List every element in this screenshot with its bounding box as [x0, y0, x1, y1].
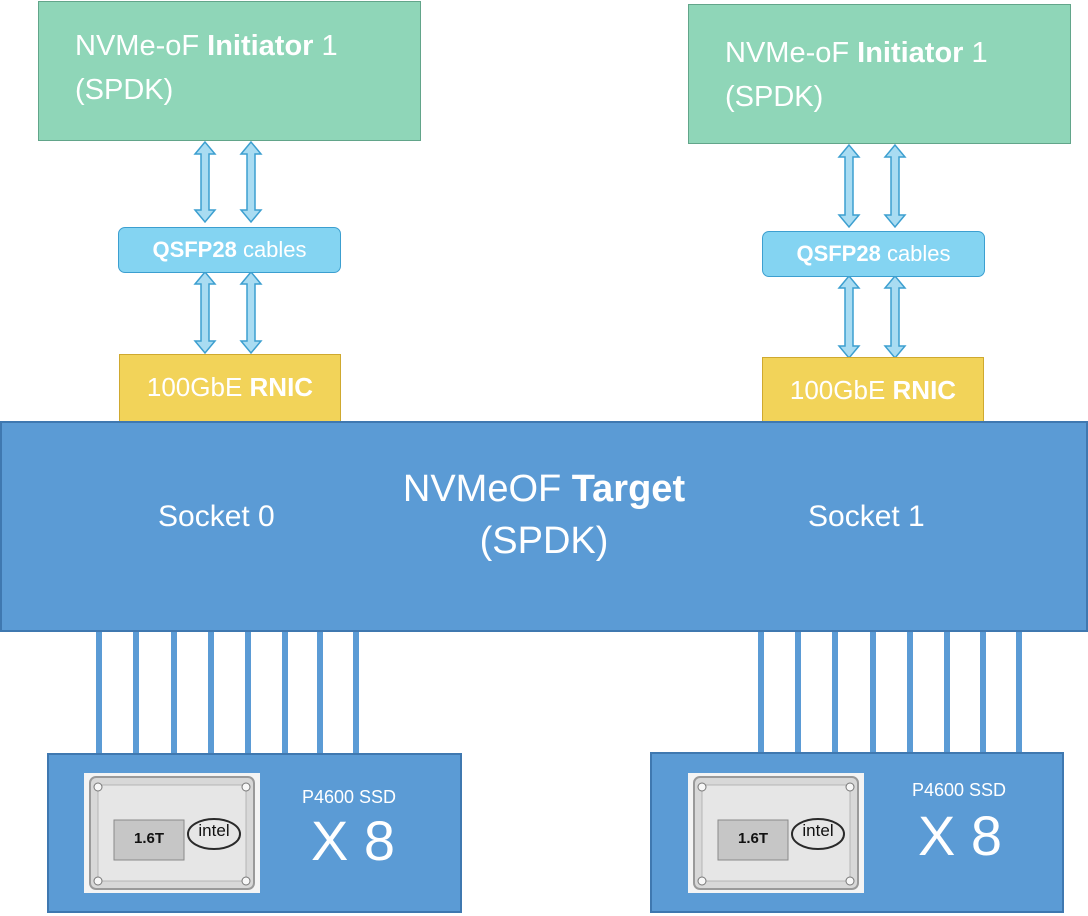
socket-1-label: Socket 1 [808, 500, 925, 533]
ssd-count-label: X 8 [311, 809, 396, 872]
pcie-lane [282, 632, 288, 754]
intel-logo: intel [802, 821, 834, 840]
rnic-right: 100GbE RNIC [762, 357, 984, 423]
pcie-lane [96, 632, 102, 754]
pcie-lane [795, 632, 801, 754]
initiator-box-left: NVMe-oF Initiator 1 (SPDK) [38, 1, 421, 141]
pcie-lane [208, 632, 214, 754]
rnic-left: 100GbE RNIC [119, 354, 341, 422]
pcie-lane [353, 632, 359, 754]
ssd-model-label: P4600 SSD [912, 780, 1007, 800]
pcie-lane [245, 632, 251, 754]
pcie-lane [1016, 632, 1022, 754]
qsfp-cables-right: QSFP28 cables [762, 231, 985, 277]
pcie-lane [317, 632, 323, 754]
ssd-group-left: 1.6T intel P4600 SSD X 8 [47, 753, 462, 913]
target-title: NVMeOF Target (SPDK) [402, 468, 686, 562]
double-arrow-icon [883, 143, 907, 229]
double-arrow-icon [883, 274, 907, 360]
pcie-lane [832, 632, 838, 754]
ssd-drive-image: 1.6T intel [688, 773, 864, 893]
double-arrow-icon [193, 140, 217, 224]
pcie-lane [171, 632, 177, 754]
intel-logo: intel [198, 821, 230, 840]
initiator-title: NVMe-oF Initiator 1 [75, 30, 338, 62]
initiator-title: NVMe-oF Initiator 1 [725, 37, 988, 69]
initiator-box-right: NVMe-oF Initiator 1 (SPDK) [688, 4, 1071, 144]
pcie-lane [980, 632, 986, 754]
ssd-capacity-label: 1.6T [737, 830, 768, 847]
double-arrow-icon [239, 140, 263, 224]
qsfp-cables-left: QSFP28 cables [118, 227, 341, 273]
pcie-lane [758, 632, 764, 754]
ssd-group-right: 1.6T intel P4600 SSD X 8 [650, 752, 1064, 913]
double-arrow-icon [837, 143, 861, 229]
pcie-lane [944, 632, 950, 754]
initiator-subtitle: (SPDK) [725, 81, 824, 113]
socket-0-label: Socket 0 [158, 500, 275, 533]
initiator-subtitle: (SPDK) [75, 74, 174, 106]
pcie-lane [907, 632, 913, 754]
ssd-drive-image: 1.6T intel [84, 773, 260, 893]
ssd-count-label: X 8 [918, 804, 1003, 867]
ssd-drive-icon [693, 776, 859, 890]
double-arrow-icon [193, 270, 217, 355]
double-arrow-icon [837, 274, 861, 360]
double-arrow-icon [239, 270, 263, 355]
pcie-lane [870, 632, 876, 754]
pcie-lane [133, 632, 139, 754]
ssd-drive-icon [89, 776, 255, 890]
nvmeof-target: NVMeOF Target (SPDK) Socket 0 Socket 1 [0, 421, 1088, 632]
ssd-model-label: P4600 SSD [302, 787, 397, 807]
ssd-capacity-label: 1.6T [133, 830, 164, 847]
